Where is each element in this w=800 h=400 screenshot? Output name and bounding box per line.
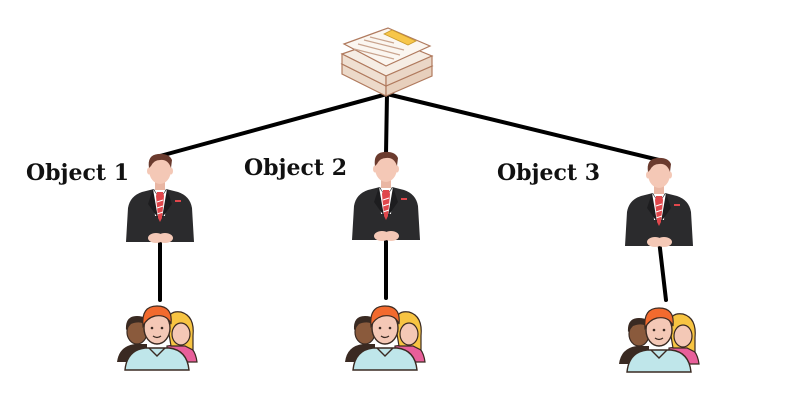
- object-label-2: Object 2: [244, 155, 348, 181]
- businessman-icon: [125, 153, 195, 244]
- object-label-3: Object 3: [497, 160, 601, 186]
- connector-root-to-object-2: [384, 92, 389, 156]
- connector-root-to-object-1: [158, 92, 389, 158]
- businessman-icon: [624, 157, 694, 248]
- object-label-1: Object 1: [26, 160, 130, 186]
- people-group-icon: [618, 307, 700, 373]
- objects-layer: [116, 151, 700, 373]
- businessman-icon: [351, 151, 421, 242]
- people-group-icon: [116, 305, 198, 371]
- connector-object-3-to-group: [657, 238, 668, 302]
- people-group-icon: [344, 305, 426, 371]
- connectors: [158, 92, 668, 302]
- document-stack-icon: [340, 27, 434, 97]
- connector-root-to-object-3: [385, 92, 661, 162]
